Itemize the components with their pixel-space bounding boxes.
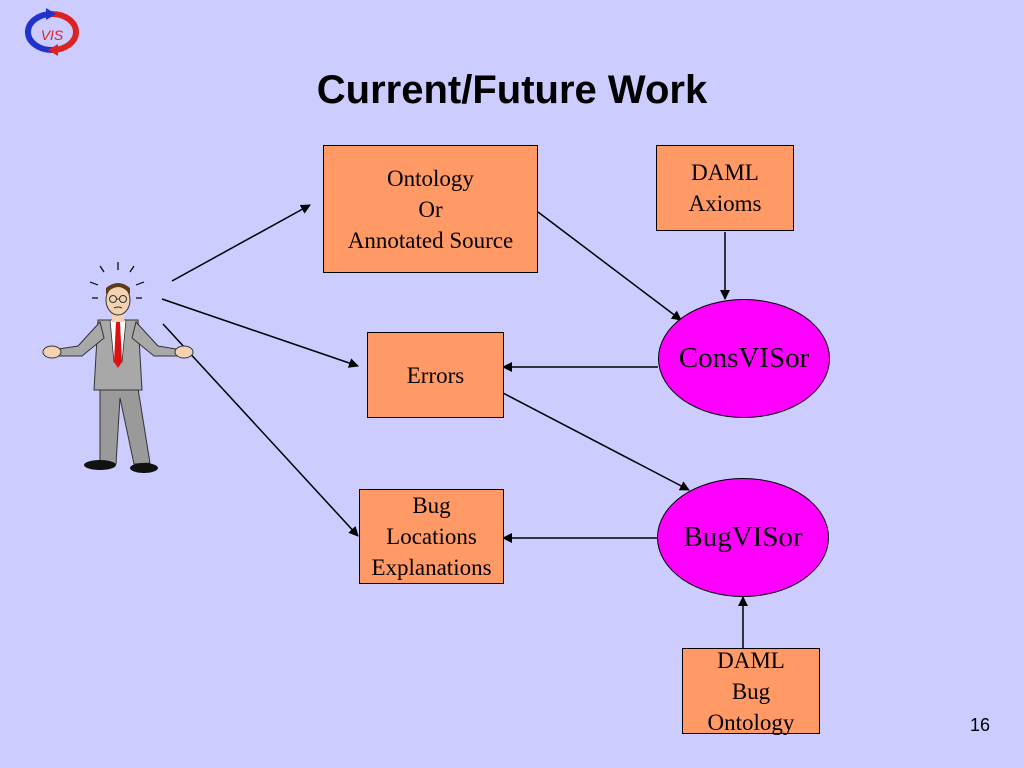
arrow-ontology-to-consvisor bbox=[537, 211, 682, 321]
arrow-person-to-bug-locations bbox=[162, 323, 359, 537]
ontology-or-annotated-source-box: Ontology Or Annotated Source bbox=[323, 145, 538, 273]
arrow-person-to-ontology bbox=[171, 204, 311, 282]
daml-bug-ontology-line-2: Bug bbox=[731, 678, 771, 704]
errors-label: Errors bbox=[406, 362, 465, 388]
daml-axioms-box: DAML Axioms bbox=[656, 145, 794, 231]
ontology-box-line-1: Ontology bbox=[387, 165, 474, 191]
arrow-errors-to-bugvisor bbox=[502, 392, 690, 491]
bug-box-line-3: Explanations bbox=[371, 555, 492, 580]
consvisor-node: ConsVISor bbox=[658, 299, 830, 418]
daml-axioms-line-2: Axioms bbox=[688, 191, 762, 216]
bugvisor-node: BugVISor bbox=[657, 478, 829, 597]
daml-bug-ontology-box: DAML Bug Ontology bbox=[682, 647, 820, 735]
daml-bug-ontology-line-1: DAML bbox=[717, 647, 785, 673]
page-number: 16 bbox=[969, 715, 991, 735]
confused-person-illustration bbox=[38, 258, 198, 480]
ontology-box-line-3: Annotated Source bbox=[347, 227, 514, 253]
daml-axioms-line-1: DAML bbox=[691, 160, 759, 185]
bug-locations-explanations-box: Bug Locations Explanations bbox=[359, 489, 504, 584]
slide-title: Current/Future Work bbox=[316, 68, 708, 112]
logo-text: VIS bbox=[41, 27, 64, 43]
bug-box-line-2: Locations bbox=[386, 524, 477, 549]
daml-bug-ontology-line-3: Ontology bbox=[707, 709, 795, 735]
errors-box: Errors bbox=[367, 332, 504, 418]
vis-logo: VIS bbox=[16, 8, 88, 56]
bug-box-line-1: Bug bbox=[412, 493, 451, 518]
arrow-person-to-errors bbox=[161, 298, 359, 368]
ontology-box-line-2: Or bbox=[418, 196, 443, 222]
